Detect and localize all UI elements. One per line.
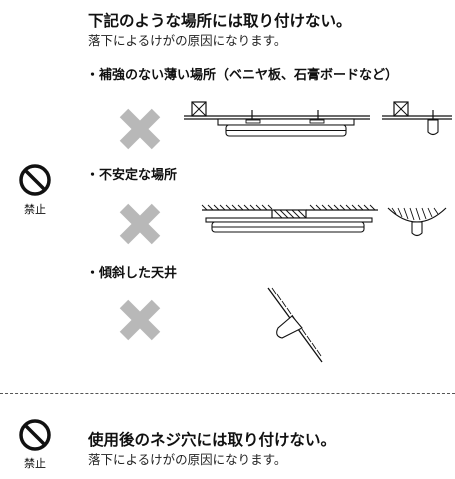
item-slanted-label: ・傾斜した天井 [86,266,178,281]
thin-ceiling-side-illustration [382,101,452,136]
item-unstable-label: ・不安定な場所 [86,168,178,183]
cross-mark-icon [119,203,161,245]
thin-ceiling-fixture-illustration [184,101,370,137]
section1-subtitle: 落下によるけがの原因になります。 [88,33,287,48]
unstable-ceiling-fixture-illustration [201,204,378,233]
cross-mark-icon [119,108,161,150]
cross-mark-icon [119,299,161,341]
item-thin-board-label: ・補強のない薄い場所（ベニヤ板、石膏ボードなど） [86,68,399,83]
section-divider [0,393,455,394]
slanted-ceiling-illustration [267,287,323,363]
prohibition-label: 禁止 [24,203,46,216]
prohibition-icon [19,419,51,451]
section2-subtitle: 落下によるけがの原因になります。 [88,452,287,467]
section2-title: 使用後のネジ穴には取り付けない。 [88,431,337,449]
prohibition-icon [19,164,51,196]
curved-ceiling-illustration [387,207,447,237]
prohibition-label: 禁止 [24,457,46,470]
section1-title: 下記のような場所には取り付けない。 [88,12,352,30]
